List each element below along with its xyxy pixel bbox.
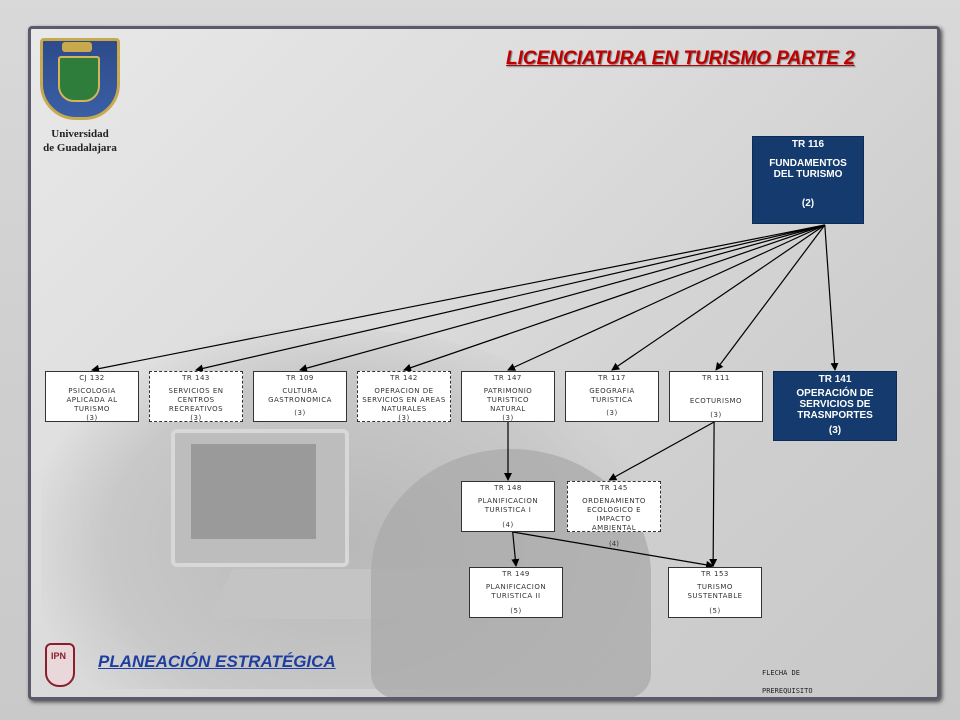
course-code: TR 117 bbox=[598, 374, 626, 382]
course-code: TR 148 bbox=[494, 484, 522, 492]
course-name: APLICADA AL bbox=[66, 396, 118, 404]
course-code: TR 109 bbox=[286, 374, 314, 382]
course-name: TURISTICO bbox=[486, 396, 529, 404]
course-name: SERVICIOS EN bbox=[168, 387, 224, 395]
course-name: IMPACTO bbox=[596, 515, 632, 523]
course-box-tr149[interactable]: TR 149 PLANIFICACION TURISTICA II (5) bbox=[469, 567, 563, 618]
legend: FLECHA DE PREREQUISITO bbox=[762, 664, 813, 700]
course-credits: (3) bbox=[86, 414, 98, 422]
course-box-tr117[interactable]: TR 117 GEOGRAFIA TURISTICA (3) bbox=[565, 371, 659, 422]
course-box-tr147[interactable]: TR 147 PATRIMONIO TURISTICO NATURAL (3) bbox=[461, 371, 555, 422]
course-name: GEOGRAFIA bbox=[589, 387, 635, 395]
course-name: TURISMO bbox=[697, 583, 733, 591]
arrow-tr116-to-tr111 bbox=[715, 224, 826, 371]
course-credits: (2) bbox=[801, 198, 815, 209]
arrow-tr116-to-tr117 bbox=[611, 224, 826, 371]
course-box-tr145[interactable]: TR 145 ORDENAMIENTO ECOLOGICO E IMPACTO … bbox=[567, 481, 661, 532]
course-name: NATURAL bbox=[490, 405, 526, 413]
ipn-logo-text: IPN bbox=[51, 651, 67, 661]
course-name: SERVICIOS DE bbox=[799, 399, 871, 410]
course-name: GASTRONOMICA bbox=[268, 396, 332, 404]
course-box-tr148[interactable]: TR 148 PLANIFICACION TURISTICA I (4) bbox=[461, 481, 555, 532]
course-code: TR 149 bbox=[502, 570, 530, 578]
course-box-tr141[interactable]: TR 141 OPERACIÓN DE SERVICIOS DE TRASNPO… bbox=[773, 371, 897, 441]
coat-of-arms-icon bbox=[58, 56, 100, 102]
logo-line1: Universidad bbox=[51, 128, 109, 140]
arrow-tr148-to-tr153 bbox=[512, 531, 715, 569]
footer-title: PLANEACIÓN ESTRATÉGICA bbox=[98, 652, 336, 671]
course-code: TR 116 bbox=[791, 139, 825, 150]
course-name: CENTROS bbox=[177, 396, 215, 404]
legend-line1: FLECHA DE bbox=[762, 669, 800, 677]
course-credits: (3) bbox=[190, 414, 202, 422]
course-name: CULTURA bbox=[282, 387, 318, 395]
course-credits: (5) bbox=[510, 607, 522, 615]
photo-screen bbox=[191, 444, 316, 539]
arrow-tr148-to-tr149 bbox=[511, 531, 520, 567]
course-name: SERVICIOS EN AREAS bbox=[362, 396, 446, 404]
course-credits: (3) bbox=[502, 414, 514, 422]
course-name: ECOLOGICO E bbox=[586, 506, 641, 514]
ipn-shield-icon bbox=[45, 643, 75, 687]
ipn-logo: IPN bbox=[45, 643, 75, 687]
course-name: ECOTURISMO bbox=[689, 397, 743, 405]
course-code: TR 142 bbox=[390, 374, 418, 382]
arrow-tr116-to-tr141 bbox=[824, 224, 839, 371]
arrow-tr116-to-tr142 bbox=[403, 224, 825, 372]
university-logo: Universidad de Guadalajara bbox=[40, 38, 120, 158]
course-code: TR 143 bbox=[182, 374, 210, 382]
course-code: TR 145 bbox=[600, 484, 628, 492]
arrow-tr116-to-tr147 bbox=[507, 224, 826, 371]
course-box-tr143[interactable]: TR 143 SERVICIOS EN CENTROS RECREATIVOS … bbox=[149, 371, 243, 422]
course-name: PLANIFICACION bbox=[485, 583, 547, 591]
course-box-tr109[interactable]: TR 109 CULTURA GASTRONOMICA (3) bbox=[253, 371, 347, 422]
course-name: NATURALES bbox=[381, 405, 427, 413]
legend-line2: PREREQUISITO bbox=[762, 687, 813, 695]
course-name: TURISTICA bbox=[591, 396, 633, 404]
course-code: TR 111 bbox=[702, 374, 730, 382]
course-name: OPERACIÓN DE bbox=[796, 388, 874, 399]
course-name: FUNDAMENTOS bbox=[769, 158, 847, 169]
course-box-tr116[interactable]: TR 116 FUNDAMENTOS DEL TURISMO (2) bbox=[752, 136, 864, 224]
course-name: TRASNPORTES bbox=[797, 410, 873, 421]
arrow-tr111-to-tr145 bbox=[608, 421, 715, 481]
course-name: TURISTICA II bbox=[491, 592, 541, 600]
course-name: AMBIENTAL bbox=[591, 524, 637, 532]
arrow-tr116-to-tr109 bbox=[299, 224, 825, 372]
course-box-tr153[interactable]: TR 153 TURISMO SUSTENTABLE (5) bbox=[668, 567, 762, 618]
course-name: PSICOLOGIA bbox=[68, 387, 116, 395]
course-credits: (3) bbox=[828, 425, 842, 436]
course-box-tr111[interactable]: TR 111 ECOTURISMO (3) bbox=[669, 371, 763, 422]
course-name: TURISMO bbox=[74, 405, 110, 413]
course-name: TURISTICA I bbox=[484, 506, 532, 514]
course-name: PLANIFICACION bbox=[477, 497, 539, 505]
course-credits: (3) bbox=[710, 411, 722, 419]
course-credits: (3) bbox=[398, 414, 410, 422]
course-code: TR 147 bbox=[494, 374, 522, 382]
course-code: TR 153 bbox=[701, 570, 729, 578]
arrow-tr116-to-cj132 bbox=[91, 224, 825, 373]
course-credits: (4) bbox=[502, 521, 514, 529]
course-code: CJ 132 bbox=[79, 374, 105, 382]
course-name: OPERACION DE bbox=[374, 387, 434, 395]
course-name: PATRIMONIO bbox=[483, 387, 533, 395]
arrow-tr116-to-tr143 bbox=[195, 224, 825, 373]
course-name: ORDENAMIENTO bbox=[582, 497, 646, 505]
logo-line2: de Guadalajara bbox=[43, 142, 117, 154]
arrow-tr111-to-tr153 bbox=[709, 421, 718, 567]
course-name: RECREATIVOS bbox=[168, 405, 224, 413]
course-name: SUSTENTABLE bbox=[687, 592, 743, 600]
course-name: DEL TURISMO bbox=[773, 169, 843, 180]
course-box-tr142[interactable]: TR 142 OPERACION DE SERVICIOS EN AREAS N… bbox=[357, 371, 451, 422]
course-box-cj132[interactable]: CJ 132 PSICOLOGIA APLICADA AL TURISMO (3… bbox=[45, 371, 139, 422]
course-credits: (3) bbox=[606, 409, 618, 417]
page-title: LICENCIATURA EN TURISMO PARTE 2 bbox=[506, 48, 855, 69]
course-credits: (4) bbox=[609, 540, 619, 548]
course-code: TR 141 bbox=[818, 374, 852, 385]
course-credits: (5) bbox=[709, 607, 721, 615]
crown-icon bbox=[62, 42, 92, 52]
course-credits: (3) bbox=[294, 409, 306, 417]
